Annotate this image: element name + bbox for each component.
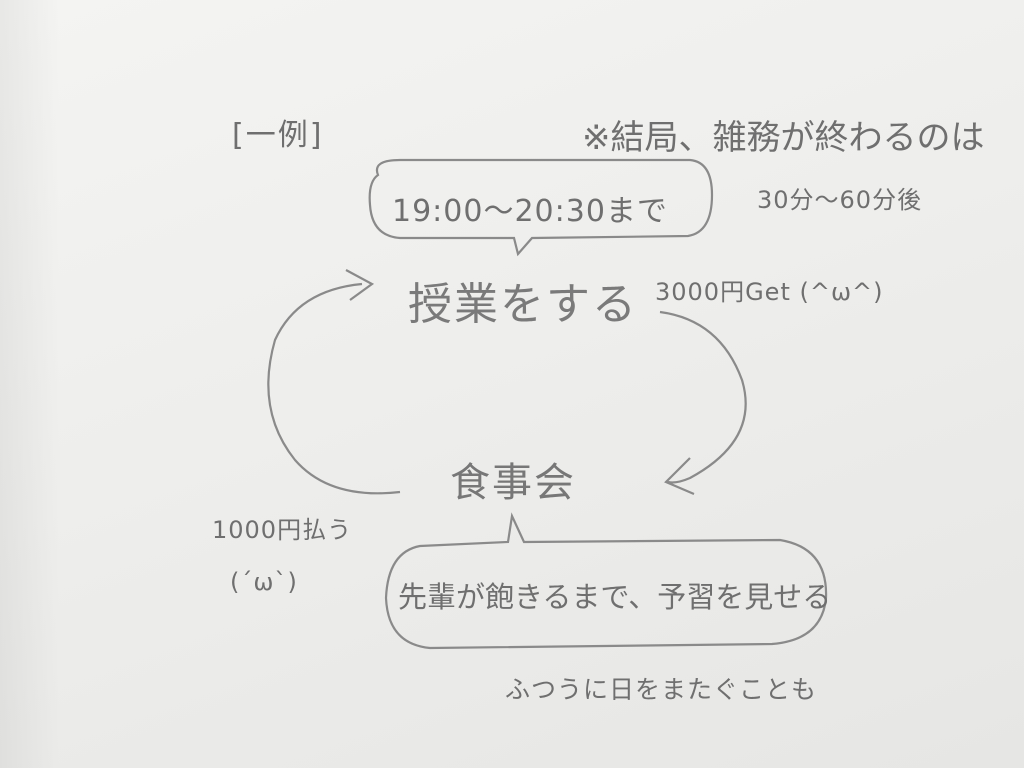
paper-shadow xyxy=(0,0,60,768)
time-bubble-text: 19:00～20:30まで xyxy=(392,194,668,229)
senior-bubble-text: 先輩が飽きるまで、予習を見せる xyxy=(398,580,832,614)
example-label: [一例] xyxy=(232,118,324,153)
payment-face: (´ω`) xyxy=(230,568,298,596)
note-line-2: 30分～60分後 xyxy=(757,186,923,214)
arrow-class-to-dinner xyxy=(659,310,747,484)
payment-note: 1000円払う xyxy=(212,516,353,544)
time-speech-bubble xyxy=(368,158,714,257)
arrow-head-dinner xyxy=(664,457,695,496)
arrow-dinner-to-class xyxy=(267,282,401,495)
note-line-1: ※結局、雑務が終わるのは xyxy=(582,118,985,158)
class-node: 授業をする xyxy=(408,279,638,330)
dinner-node: 食事会 xyxy=(450,460,576,506)
earning-note: 3000円Get (^ω^) xyxy=(655,278,884,306)
senior-speech-bubble xyxy=(384,512,828,650)
arrow-head-class xyxy=(345,269,375,301)
overnight-note: ふつうに日をまたぐことも xyxy=(505,675,818,704)
